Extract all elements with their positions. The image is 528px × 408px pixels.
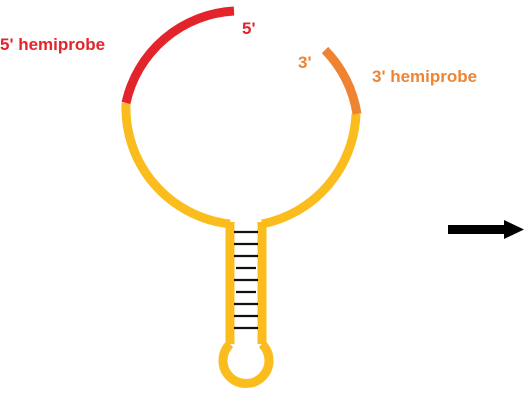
- five-prime-end-label: 5': [242, 19, 256, 38]
- right-arrow-icon: [448, 220, 524, 239]
- three-prime-hemiprobe-arc: [325, 50, 357, 114]
- three-prime-end-label: 3': [298, 53, 312, 72]
- probe-loop-backbone: [126, 103, 356, 224]
- stem-base-pairs: [234, 232, 258, 328]
- hairpin-bottom-loop: [223, 344, 269, 384]
- five-prime-hemiprobe-arc: [126, 11, 234, 103]
- five-prime-hemiprobe-label: 5' hemiprobe: [0, 35, 105, 54]
- three-prime-hemiprobe-label: 3' hemiprobe: [372, 67, 477, 86]
